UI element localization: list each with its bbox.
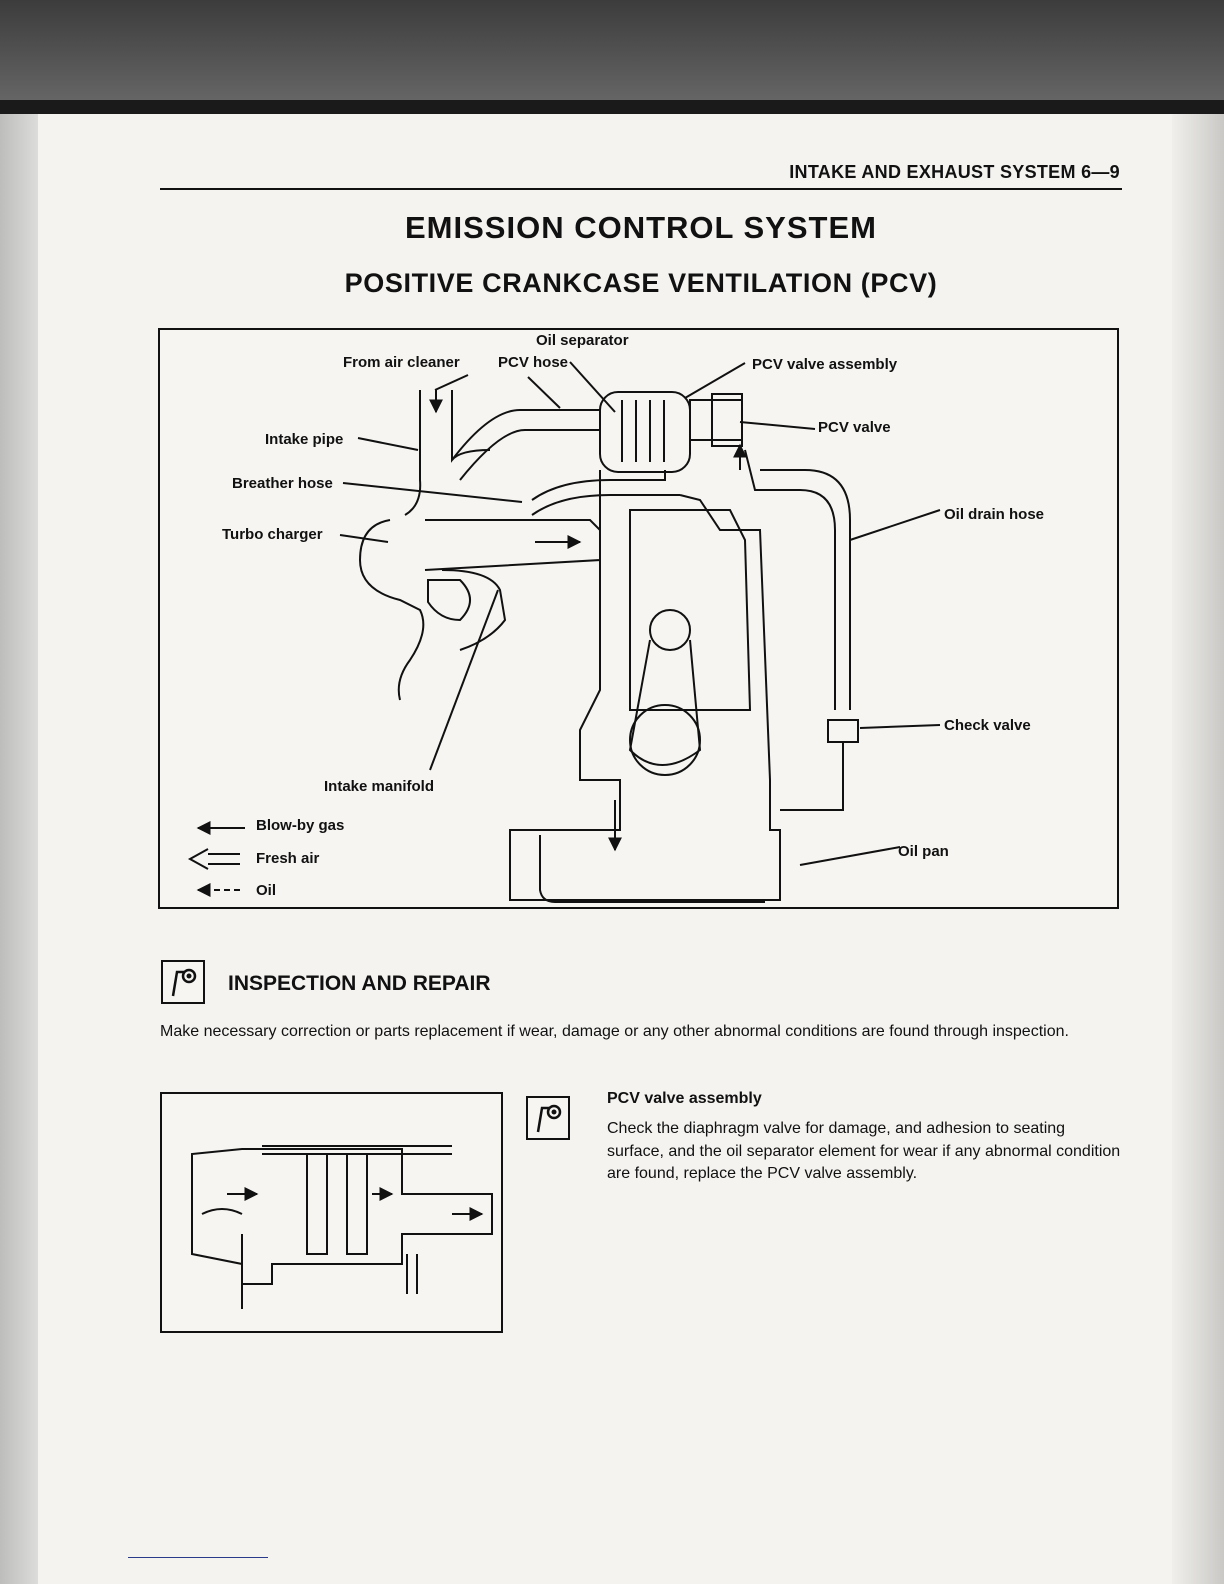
pcv-assembly-text: Check the diaphragm valve for damage, an… <box>607 1120 1121 1182</box>
label-intake-pipe: Intake pipe <box>265 431 344 448</box>
label-oil-pan: Oil pan <box>898 843 949 860</box>
running-head-text: INTAKE AND EXHAUST SYSTEM 6—9 <box>789 162 1120 182</box>
cylinder <box>629 509 752 711</box>
label-check-valve: Check valve <box>944 717 1031 734</box>
label-pcv-hose: PCV hose <box>498 354 569 371</box>
inspection-text: Make necessary correction or parts repla… <box>160 1023 1069 1040</box>
intake-pipe-left-wall <box>404 390 422 516</box>
pcv-assembly-icon <box>526 1096 570 1140</box>
scan-right-edge <box>1172 0 1224 1584</box>
legend-oil-label: Oil <box>256 882 277 899</box>
label-oil-separator: Oil separator <box>536 332 629 349</box>
label-from-air-cleaner: From air cleaner <box>343 354 460 371</box>
label-intake-manifold: Intake manifold <box>324 778 435 795</box>
footer-rule <box>128 1557 268 1558</box>
label-pcv-valve: PCV valve <box>818 419 891 436</box>
pcv-assembly-title: PCV valve assembly <box>607 1090 762 1107</box>
inspection-icon <box>161 960 205 1004</box>
pcv-valve-assembly-drawing <box>191 1145 493 1309</box>
scan-left-edge <box>0 0 38 1584</box>
pcv-diagram-drawing <box>187 361 941 903</box>
scan-top-strip <box>0 100 1224 114</box>
page-subtitle: POSITIVE CRANKCASE VENTILATION (PCV) <box>344 268 938 298</box>
pcv-hose-top <box>451 409 600 461</box>
legend-blowby-label: Blow-by gas <box>256 817 345 834</box>
label-oil-drain-hose: Oil drain hose <box>944 506 1045 523</box>
legend-fresh-air-arrow <box>187 848 240 870</box>
scan-top-edge <box>0 0 1224 112</box>
inspection-title: INSPECTION AND REPAIR <box>228 972 491 995</box>
oil-separator-housing <box>599 391 691 473</box>
label-turbo-charger: Turbo charger <box>222 526 323 543</box>
label-breather-hose: Breather hose <box>232 475 333 492</box>
pcv-valve-assembly-figure <box>160 1092 503 1333</box>
running-head: INTAKE AND EXHAUST SYSTEM 6—9 <box>160 162 1122 190</box>
label-pcv-valve-assembly: PCV valve assembly <box>752 356 898 373</box>
legend-fresh-air-label: Fresh air <box>256 850 320 867</box>
page-title: EMISSION CONTROL SYSTEM <box>405 210 877 245</box>
pcv-diagram: Oil separator From air cleaner PCV hose … <box>158 328 1119 909</box>
